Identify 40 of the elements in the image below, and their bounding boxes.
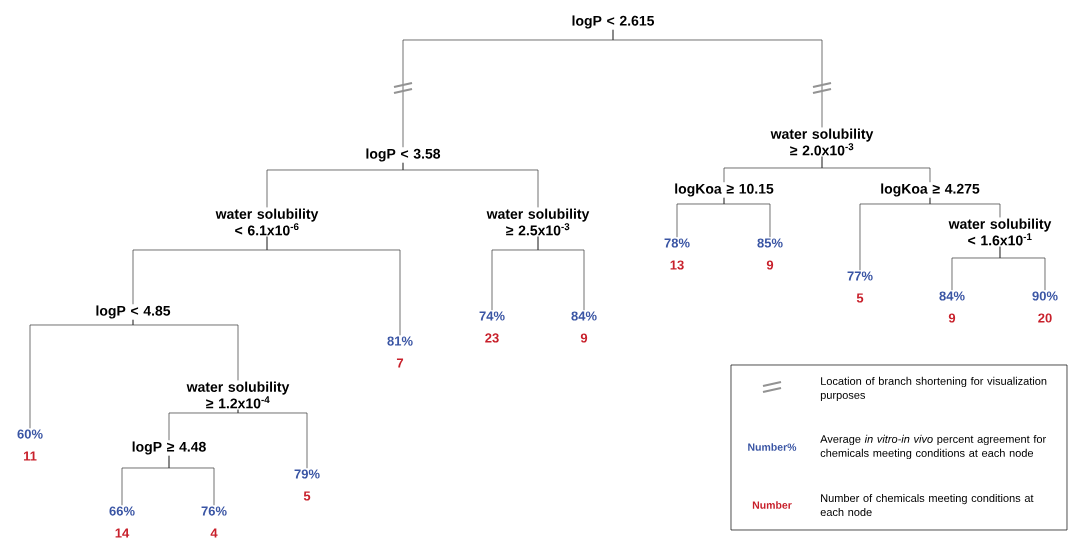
split-condition: logP < 4.85 bbox=[96, 305, 171, 319]
tree-branch bbox=[132, 319, 239, 381]
tree-branch bbox=[168, 409, 239, 441]
split-condition: logKoa ≥ 10.15 bbox=[675, 183, 774, 197]
split-condition: water solubility < 6.1x10$^{-6}$ bbox=[215, 208, 319, 236]
leaf-values: 78% 13 bbox=[664, 238, 690, 270]
leaf-values: 74% 23 bbox=[479, 311, 505, 343]
split-condition: logP < 3.58 bbox=[366, 148, 441, 162]
tree-branch bbox=[821, 156, 931, 183]
tree-branch bbox=[999, 246, 1046, 291]
leaf-values: 76% 4 bbox=[201, 506, 227, 538]
sample-text: Number% bbox=[748, 443, 797, 451]
leaf-values: 60% 11 bbox=[17, 429, 43, 461]
leaf-values: 66% 14 bbox=[109, 506, 135, 538]
split-condition: water solubility < 1.6x10$^{-1}$ bbox=[948, 218, 1052, 246]
split-condition: logKoa ≥ 4.275 bbox=[881, 183, 980, 197]
tree-branch bbox=[402, 162, 539, 208]
split-condition: water solubility ≥ 2.5x10$^{-3}$ bbox=[486, 208, 590, 236]
leaf-values: 84% 9 bbox=[939, 291, 965, 323]
legend-text: Location of branch shortening for visualization purposes bbox=[820, 376, 1047, 402]
tree-branch bbox=[266, 236, 401, 336]
leaf-values: 81% 7 bbox=[387, 336, 413, 368]
tree-branch bbox=[537, 236, 585, 311]
tree-branch bbox=[723, 197, 771, 238]
split-condition: logP ≥ 4.48 bbox=[132, 441, 206, 455]
sample-text: Number bbox=[752, 501, 792, 509]
leaf-values: 90% 20 bbox=[1032, 291, 1058, 323]
tree-branch bbox=[929, 197, 1001, 218]
tree-branch bbox=[168, 455, 215, 506]
leaf-values: 77% 5 bbox=[847, 271, 873, 303]
legend-text: Number of chemicals meeting conditions at each node bbox=[820, 493, 1034, 517]
tree-branch bbox=[612, 29, 823, 128]
leaf-values: 84% 9 bbox=[571, 311, 597, 343]
split-condition: logP < 2.615 bbox=[572, 15, 655, 29]
leaf-values: 85% 9 bbox=[757, 238, 783, 270]
split-condition: water solubility ≥ 1.2x10$^{-4}$ bbox=[186, 381, 290, 409]
split-condition: water solubility ≥ 2.0x10$^{-3}$ bbox=[770, 128, 874, 156]
tree-branch bbox=[237, 409, 308, 469]
leaf-values: 79% 5 bbox=[294, 469, 320, 501]
legend-text: Average in vitro-in vivo percent agreement for chemicals meeting conditions at each node bbox=[820, 434, 1046, 460]
